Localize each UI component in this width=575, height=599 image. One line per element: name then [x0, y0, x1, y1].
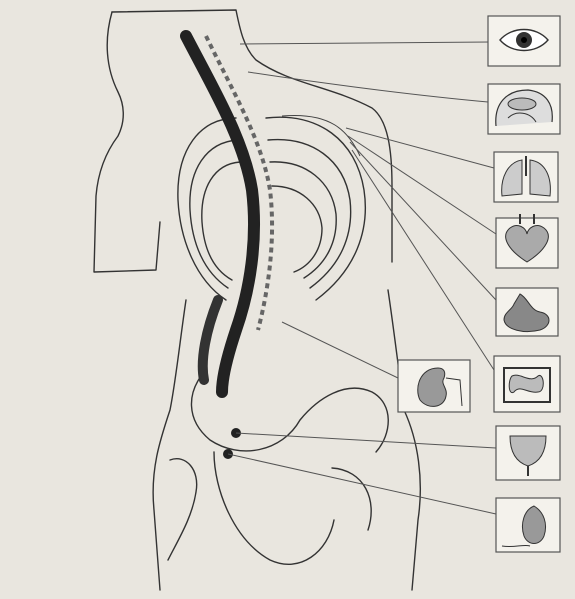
- organ-panel-head: [488, 84, 560, 134]
- organ-panel-kidney: [398, 360, 470, 412]
- organ-panel-eye: [488, 16, 560, 66]
- organ-panel-heart: [496, 214, 558, 268]
- organ-panel-uterus: [496, 498, 560, 552]
- organ-panel-intestines: [494, 356, 560, 412]
- organ-panel-stomach: [496, 288, 558, 336]
- organ-panel-lungs: [494, 152, 558, 202]
- organ-panel-bladder: [496, 426, 560, 480]
